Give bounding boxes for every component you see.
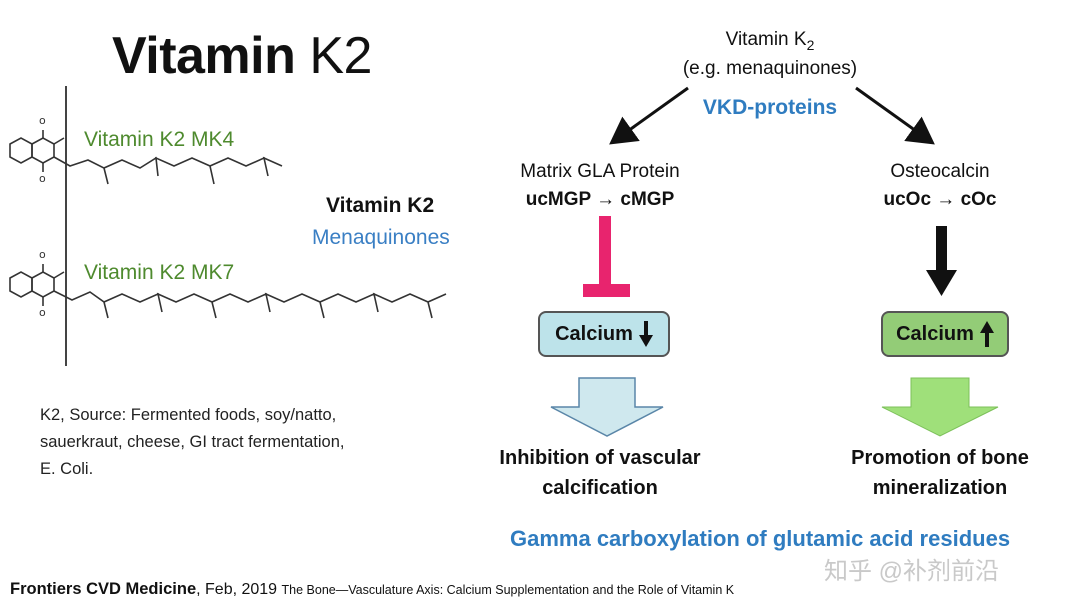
inhibition-symbol <box>583 216 630 297</box>
arrow-up-icon <box>979 321 994 347</box>
stimulation-arrow <box>926 226 957 296</box>
mk4-label: Vitamin K2 MK4 <box>84 128 235 151</box>
branch-arrow-right <box>855 86 935 145</box>
branch-arrow-left <box>609 86 689 145</box>
vitamin-k2-heading: Vitamin K2 <box>326 194 435 217</box>
outcome-bone-line1: Promotion of bone <box>851 447 1029 469</box>
svg-text:o: o <box>39 172 46 185</box>
title-light: K2 <box>309 27 372 85</box>
title-bold: Vitamin <box>112 27 296 85</box>
citation-date: , Feb, 2019 <box>196 581 282 598</box>
calcium-decrease-box: Calcium <box>538 311 670 357</box>
mk4-side-chain <box>53 156 283 185</box>
citation: Frontiers CVD Medicine, Feb, 2019 The Bo… <box>10 580 734 599</box>
diagram-caption: Gamma carboxylation of glutamic acid res… <box>510 526 1011 551</box>
outcome-vascular-line1: Inhibition of vascular <box>499 447 701 469</box>
block-arrow-left <box>550 377 664 437</box>
outcome-bone-line2: mineralization <box>872 477 1008 499</box>
top-title-subscript: 2 <box>806 36 815 53</box>
calcium-label-left: Calcium <box>555 322 633 345</box>
mk7-side-chain <box>53 290 447 319</box>
svg-text:o: o <box>39 306 46 319</box>
citation-title: The Bone—Vasculature Axis: Calcium Suppl… <box>281 583 735 597</box>
mgp-title: Matrix GLA Protein <box>520 161 680 182</box>
outcome-bone: Promotion of bone mineralization <box>820 443 1060 503</box>
diagram-top-title: Vitamin K2 <box>640 29 900 53</box>
menaquinones-subheading: Menaquinones <box>312 226 450 249</box>
outcome-vascular: Inhibition of vascular calcification <box>480 443 720 503</box>
mgp-conversion: ucMGP → cMGP <box>525 189 675 210</box>
mk7-label: Vitamin K2 MK7 <box>84 261 235 284</box>
page-title: Vitamin K2 <box>112 26 372 86</box>
osteocalcin-conversion: ucOc → cOc <box>883 189 997 210</box>
svg-text:o: o <box>39 248 46 261</box>
calcium-label-right: Calcium <box>896 322 974 345</box>
watermark: 知乎 @补剂前沿 <box>824 558 1000 585</box>
citation-journal: Frontiers CVD Medicine <box>10 580 197 598</box>
calcium-increase-box: Calcium <box>881 311 1009 357</box>
diagram-top-subtitle: (e.g. menaquinones) <box>682 58 858 79</box>
menaquinone-structures: o o o o <box>9 86 447 366</box>
top-title-text: Vitamin K <box>725 29 807 50</box>
block-arrow-right <box>881 377 999 437</box>
outcome-vascular-line2: calcification <box>542 477 658 499</box>
vkd-proteins-label: VKD-proteins <box>702 96 838 119</box>
source-text: K2, Source: Fermented foods, soy/natto, … <box>40 406 345 478</box>
arrow-down-icon <box>638 321 653 347</box>
svg-text:o: o <box>39 114 46 127</box>
osteocalcin-title: Osteocalcin <box>890 161 990 182</box>
